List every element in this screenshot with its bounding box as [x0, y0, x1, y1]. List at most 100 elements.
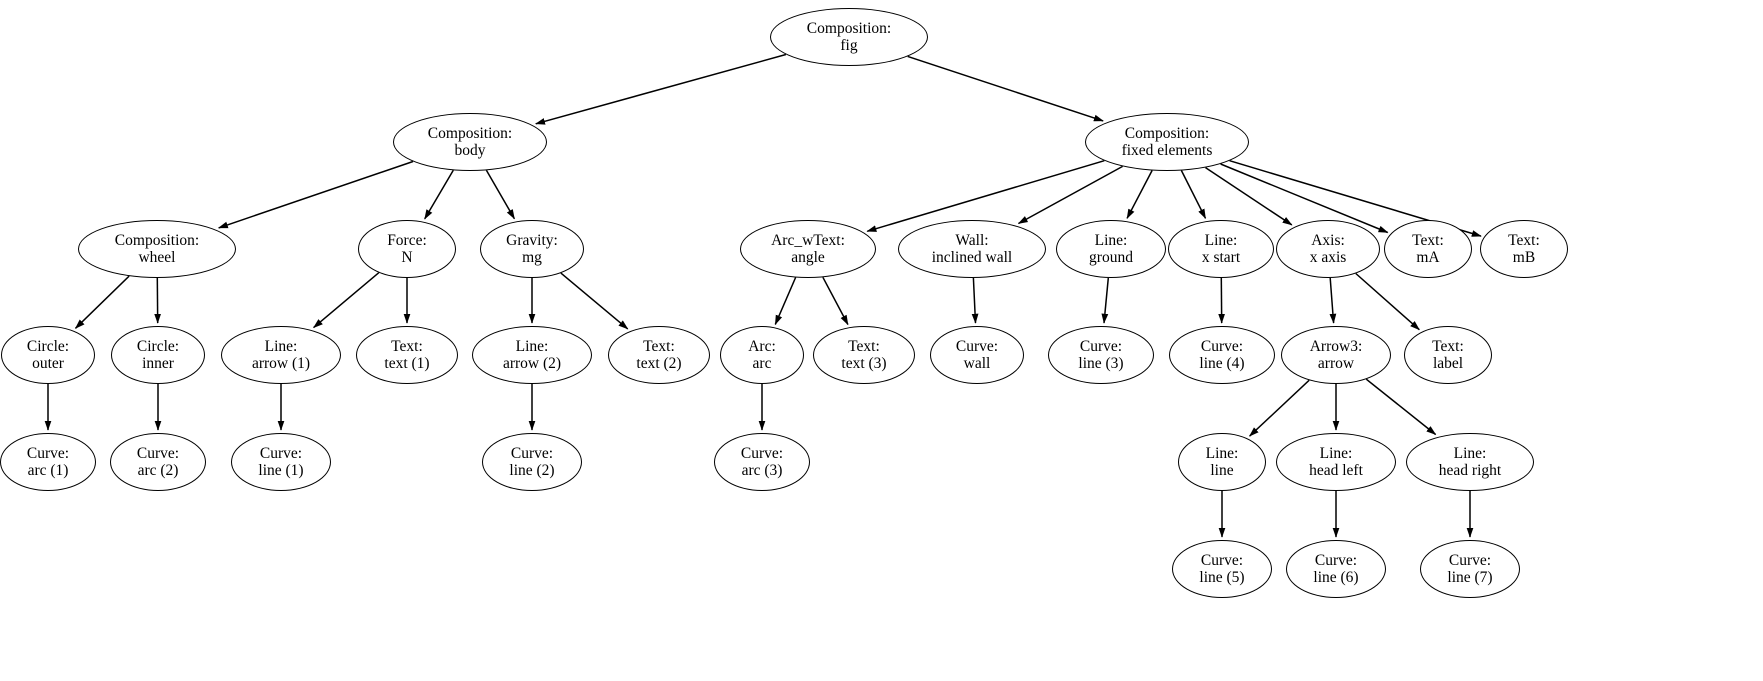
graph-node-lineheadleft[interactable]: Line:head left — [1276, 433, 1396, 491]
graph-node-linearrow1[interactable]: Line:arrow (1) — [221, 326, 341, 384]
graph-node-curveline3[interactable]: Curve:line (3) — [1048, 326, 1154, 384]
graph-edge-fixed-to-ground — [1126, 170, 1153, 220]
node-name-label: line (6) — [1313, 569, 1359, 586]
graph-edge-fixed-to-xstart — [1180, 170, 1207, 220]
graph-node-gravity[interactable]: Gravity:mg — [480, 220, 584, 278]
node-name-label: N — [401, 249, 413, 266]
node-name-label: line (2) — [509, 462, 555, 479]
graph-edge-body-to-wheel — [217, 160, 414, 229]
graph-node-textmB[interactable]: Text:mB — [1480, 220, 1568, 278]
node-type-label: Composition: — [114, 231, 200, 249]
node-type-label: Composition: — [1124, 124, 1210, 142]
graph-edge-wall-to-curvewall — [971, 277, 979, 324]
node-name-label: wall — [963, 355, 991, 372]
node-type-label: Text: — [848, 337, 880, 355]
node-name-label: text (2) — [636, 355, 682, 372]
node-type-label: Line: — [264, 337, 298, 355]
node-type-label: Curve: — [1079, 337, 1123, 355]
graph-node-lineline[interactable]: Line:line — [1178, 433, 1266, 491]
node-name-label: head right — [1438, 462, 1502, 479]
node-type-label: Wall: — [955, 231, 989, 249]
node-name-label: line — [1210, 462, 1234, 479]
node-type-label: Circle: — [26, 337, 70, 355]
graph-node-curvearc2[interactable]: Curve:arc (2) — [110, 433, 206, 491]
graph-node-xstart[interactable]: Line:x start — [1168, 220, 1274, 278]
graph-edge-gravity-to-texttext2 — [560, 272, 629, 330]
graph-node-xaxis[interactable]: Axis:x axis — [1276, 220, 1380, 278]
graph-node-body[interactable]: Composition:body — [393, 113, 547, 171]
graph-node-linearrow2[interactable]: Line:arrow (2) — [472, 326, 592, 384]
node-name-label: label — [1432, 355, 1464, 372]
node-type-label: Curve: — [740, 444, 784, 462]
graph-node-curvearc1[interactable]: Curve:arc (1) — [0, 433, 96, 491]
node-type-label: Line: — [1319, 444, 1353, 462]
node-type-label: Curve: — [1200, 337, 1244, 355]
graph-node-texttext3[interactable]: Text:text (3) — [813, 326, 915, 384]
graph-node-curveline2[interactable]: Curve:line (2) — [482, 433, 582, 491]
node-type-label: Circle: — [136, 337, 180, 355]
graph-node-forceN[interactable]: Force:N — [358, 220, 456, 278]
graph-node-curveline7[interactable]: Curve:line (7) — [1420, 540, 1520, 598]
graph-edge-xaxis-to-textlabel — [1355, 272, 1420, 331]
graph-node-fig[interactable]: Composition:fig — [770, 8, 928, 66]
graph-edge-fixed-to-wall — [1017, 165, 1123, 225]
node-name-label: line (4) — [1199, 355, 1245, 372]
graph-node-curveline1[interactable]: Curve:line (1) — [231, 433, 331, 491]
node-name-label: arrow — [1317, 355, 1355, 372]
graph-node-textlabel[interactable]: Text:label — [1404, 326, 1492, 384]
graph-node-curveline6[interactable]: Curve:line (6) — [1286, 540, 1386, 598]
graph-node-arrow3[interactable]: Arrow3:arrow — [1281, 326, 1391, 384]
node-type-label: Curve: — [1314, 551, 1358, 569]
graph-node-lineheadright[interactable]: Line:head right — [1406, 433, 1534, 491]
graph-edge-body-to-forceN — [424, 169, 454, 220]
graph-edge-wheel-to-circleouter — [74, 275, 130, 329]
graph-node-curvearc3[interactable]: Curve:arc (3) — [714, 433, 810, 491]
node-type-label: Curve: — [510, 444, 554, 462]
node-name-label: arrow (1) — [251, 355, 311, 372]
graph-node-wall[interactable]: Wall:inclined wall — [898, 220, 1046, 278]
graph-node-ground[interactable]: Line:ground — [1056, 220, 1166, 278]
graph-node-wheel[interactable]: Composition:wheel — [78, 220, 236, 278]
graph-node-circleinner[interactable]: Circle:inner — [111, 326, 205, 384]
node-type-label: Text: — [1412, 231, 1444, 249]
node-name-label: angle — [791, 249, 825, 266]
node-type-label: Curve: — [259, 444, 303, 462]
graph-node-curveline5[interactable]: Curve:line (5) — [1172, 540, 1272, 598]
node-type-label: Line: — [515, 337, 549, 355]
node-type-label: Curve: — [26, 444, 70, 462]
graph-edge-fixed-to-xaxis — [1205, 166, 1293, 226]
graph-node-curveline4[interactable]: Curve:line (4) — [1169, 326, 1275, 384]
node-name-label: text (3) — [841, 355, 887, 372]
graph-edge-ground-to-curveline3 — [1101, 277, 1110, 324]
node-name-label: arc (2) — [137, 462, 179, 479]
graph-node-texttext1[interactable]: Text:text (1) — [356, 326, 458, 384]
node-name-label: mA — [1416, 249, 1440, 266]
node-name-label: arrow (2) — [502, 355, 562, 372]
graph-node-texttext2[interactable]: Text:text (2) — [608, 326, 710, 384]
graph-node-curvewall[interactable]: Curve:wall — [930, 326, 1024, 384]
graph-edge-arcwtext-to-arcarc — [774, 277, 797, 326]
node-type-label: Curve: — [955, 337, 999, 355]
node-name-label: wheel — [138, 249, 176, 266]
node-name-label: arc (3) — [741, 462, 783, 479]
node-name-label: fig — [840, 37, 858, 54]
node-name-label: line (1) — [258, 462, 304, 479]
graph-edge-arrow3-to-lineline — [1249, 379, 1310, 437]
node-type-label: Arc: — [748, 337, 776, 355]
graph-node-circleouter[interactable]: Circle:outer — [1, 326, 95, 384]
graph-node-fixed[interactable]: Composition:fixed elements — [1085, 113, 1249, 171]
node-type-label: Text: — [1432, 337, 1464, 355]
node-type-label: Curve: — [1448, 551, 1492, 569]
node-name-label: line (5) — [1199, 569, 1245, 586]
node-name-label: arc — [752, 355, 772, 372]
graph-node-arcarc[interactable]: Arc:arc — [720, 326, 804, 384]
node-name-label: text (1) — [384, 355, 430, 372]
node-type-label: Arrow3: — [1309, 337, 1363, 355]
node-name-label: outer — [32, 355, 64, 372]
node-name-label: inclined wall — [931, 249, 1013, 266]
graph-node-arcwtext[interactable]: Arc_wText:angle — [740, 220, 876, 278]
node-name-label: fixed elements — [1121, 142, 1213, 159]
graph-node-textmA[interactable]: Text:mA — [1384, 220, 1472, 278]
node-name-label: mB — [1512, 249, 1536, 266]
